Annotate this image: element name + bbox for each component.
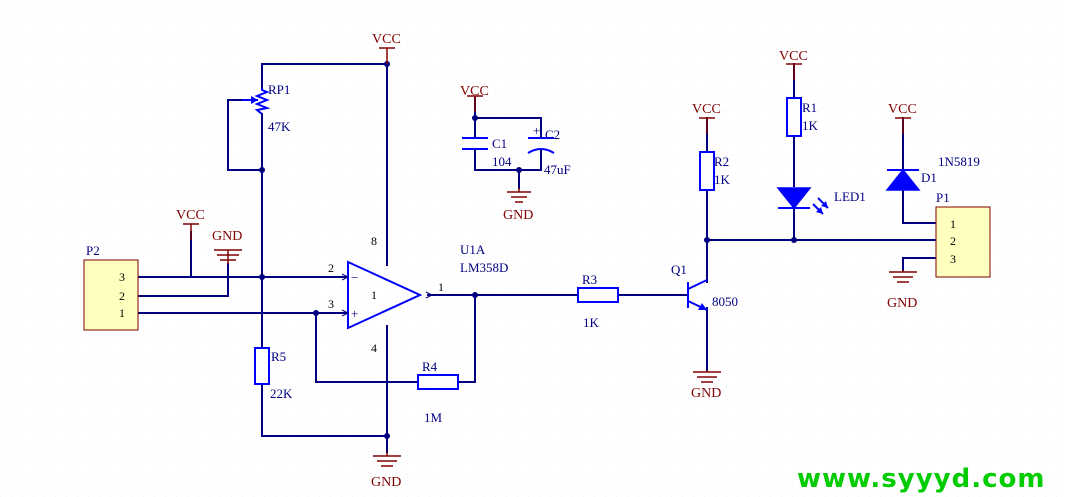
svg-text:4: 4 [371, 341, 377, 355]
resistor-r1: R1 1K [786, 97, 819, 137]
vcc-symbol-d1: VCC [888, 102, 917, 134]
svg-text:1K: 1K [802, 118, 819, 133]
vcc-symbol-c1: VCC [460, 84, 489, 112]
svg-text:LED1: LED1 [834, 189, 866, 204]
svg-text:C2: C2 [545, 127, 560, 142]
svg-text:R3: R3 [582, 272, 597, 287]
svg-text:3: 3 [328, 297, 334, 311]
vcc-symbol-top: VCC [372, 32, 401, 64]
resistor-r2: R2 1K [699, 151, 731, 191]
svg-text:1: 1 [950, 217, 956, 231]
resistor-r3: R3 1K [577, 272, 619, 330]
potentiometer-rp1: RP1 47K [242, 82, 291, 134]
svg-text:8: 8 [371, 234, 377, 248]
svg-text:1K: 1K [714, 172, 731, 187]
svg-text:1: 1 [371, 288, 377, 302]
svg-text:3: 3 [119, 270, 125, 284]
svg-text:R4: R4 [422, 359, 438, 374]
svg-text:22K: 22K [270, 386, 293, 401]
svg-text:47K: 47K [268, 119, 291, 134]
svg-text:VCC: VCC [888, 102, 917, 117]
resistor-r5: R5 22K [254, 347, 293, 401]
svg-text:LM358D: LM358D [460, 260, 508, 275]
svg-text:R1: R1 [802, 100, 817, 115]
svg-text:GND: GND [371, 475, 401, 490]
svg-text:R2: R2 [714, 154, 729, 169]
junctions [259, 61, 797, 439]
gnd-symbol-opamp: GND [371, 452, 401, 490]
watermark-text: www.syyyd.com [797, 464, 1045, 494]
svg-text:1N5819: 1N5819 [938, 154, 980, 169]
svg-text:1K: 1K [583, 315, 600, 330]
connector-p2: P2 3 2 1 [83, 243, 139, 331]
svg-text:D1: D1 [921, 170, 937, 185]
resistor-r4: R4 1M [417, 359, 459, 425]
diode-d1: 1N5819 D1 [885, 154, 980, 191]
svg-text:P1: P1 [936, 190, 950, 205]
svg-text:1M: 1M [424, 410, 443, 425]
gnd-symbol-q1: GND [691, 370, 721, 401]
svg-text:VCC: VCC [176, 208, 205, 223]
svg-text:1: 1 [438, 280, 444, 294]
svg-text:47uF: 47uF [544, 162, 571, 177]
svg-text:1: 1 [119, 306, 125, 320]
svg-text:RP1: RP1 [268, 82, 290, 97]
capacitor-c2: + C2 47uF [527, 123, 571, 177]
svg-text:GND: GND [503, 208, 533, 223]
connector-p1: P1 1 2 3 [935, 190, 991, 278]
svg-text:2: 2 [119, 289, 125, 303]
svg-text:VCC: VCC [460, 84, 489, 99]
vcc-symbol-p2: VCC [176, 208, 205, 240]
svg-text:U1A: U1A [460, 242, 486, 257]
svg-text:104: 104 [492, 154, 512, 169]
wires [137, 63, 937, 453]
svg-text:R5: R5 [271, 349, 286, 364]
gnd-symbol-p1: GND [887, 270, 917, 311]
svg-text:3: 3 [950, 252, 956, 266]
gnd-symbol-p2: GND [212, 229, 242, 264]
svg-text:2: 2 [328, 261, 334, 275]
svg-text:GND: GND [887, 296, 917, 311]
svg-text:2: 2 [950, 234, 956, 248]
svg-text:+: + [533, 123, 540, 138]
svg-text:GND: GND [212, 229, 242, 244]
transistor-q1: Q1 8050 [671, 262, 738, 311]
svg-text:P2: P2 [86, 243, 100, 258]
svg-text:VCC: VCC [372, 32, 401, 47]
led-led1: LED1 [776, 187, 866, 215]
svg-text:8050: 8050 [712, 294, 738, 309]
svg-text:−: − [351, 270, 358, 285]
svg-text:+: + [351, 306, 358, 321]
vcc-symbol-r1: VCC [779, 49, 808, 80]
svg-text:Q1: Q1 [671, 262, 687, 277]
svg-text:VCC: VCC [779, 49, 808, 64]
vcc-symbol-r2: VCC [692, 102, 721, 134]
svg-text:VCC: VCC [692, 102, 721, 117]
capacitor-c1: C1 104 [462, 136, 512, 169]
opamp-u1a: − + 1 2 3 1 8 4 U1A LM358D [328, 234, 508, 355]
gnd-symbol-c: GND [503, 188, 533, 223]
svg-text:C1: C1 [492, 136, 507, 151]
svg-text:GND: GND [691, 386, 721, 401]
